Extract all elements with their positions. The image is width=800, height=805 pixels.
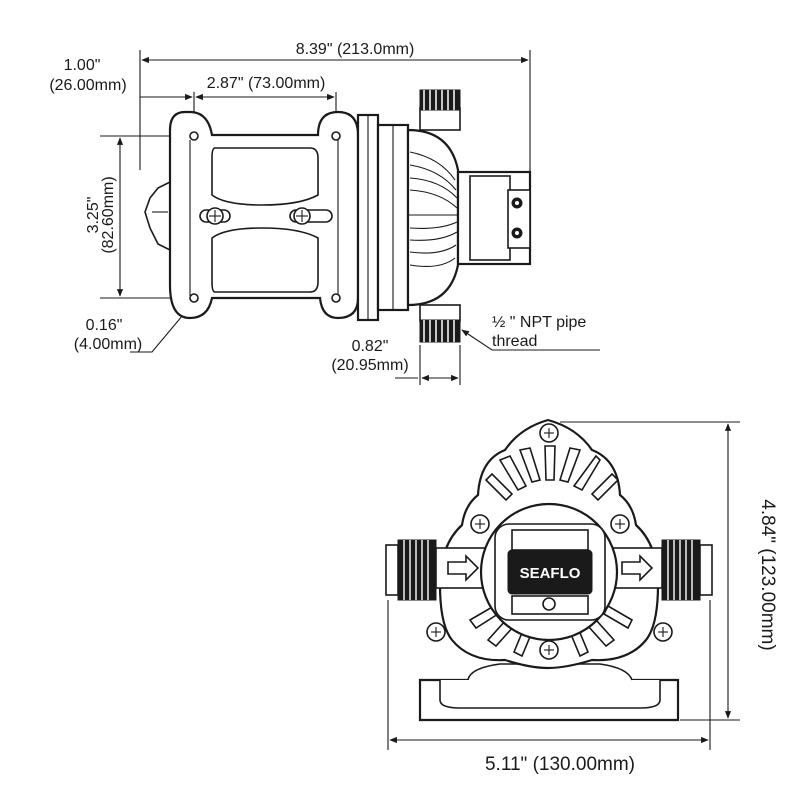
front-view: SEAFLO 5.11" (130.00mm) 4.84" (123.00mm)	[385, 418, 778, 775]
mount-height-mm-label: (82.60mm)	[100, 176, 117, 253]
dimension-front-width: 5.11" (130.00mm)	[387, 600, 711, 775]
motor-body-upper	[211, 147, 319, 206]
port-length-mm-label: (20.95mm)	[331, 357, 408, 374]
pump-head-housing	[406, 128, 460, 307]
front-screws	[426, 423, 673, 660]
screw-top-icon	[539, 423, 559, 443]
thread-line1-label: ½ " NPT pipe	[492, 314, 586, 331]
dimension-port-length: 0.82" (20.95mm)	[331, 338, 461, 385]
screw-lower-left-icon	[426, 622, 446, 642]
side-bottom-port	[419, 304, 461, 343]
hole-mm-label: (4.00mm)	[74, 336, 142, 353]
screw-lower-right-icon	[653, 622, 673, 642]
front-center-boss: SEAFLO	[479, 502, 619, 642]
screw-left-icon	[470, 514, 490, 534]
dimension-mount-spacing: 2.87" (73.00mm)	[140, 75, 337, 130]
mount-height-inch-label: 3.25"	[85, 197, 102, 234]
side-view: 8.39" (213.0mm) 1.00" (26.00mm) 2.87" (7…	[49, 41, 600, 385]
mount-spacing-label: 2.87" (73.00mm)	[207, 75, 326, 92]
plate-screw-right	[289, 207, 333, 225]
front-height-label: 4.84" (123.00mm)	[757, 499, 778, 650]
mount-hole-bottom-left	[189, 293, 199, 303]
dimension-offset: 1.00" (26.00mm)	[49, 57, 126, 94]
port-length-inch-label: 0.82"	[352, 338, 389, 355]
motor-body-lower	[211, 227, 319, 293]
thread-line2-label: thread	[492, 333, 537, 350]
dimension-hole: 0.16" (4.00mm)	[74, 302, 194, 353]
front-ribs	[468, 445, 634, 658]
mount-hole-bottom-right	[331, 293, 341, 303]
overall-length-label: 8.39" (213.0mm)	[296, 41, 415, 58]
screw-right-icon	[610, 514, 630, 534]
dimension-front-height: 4.84" (123.00mm)	[560, 421, 778, 721]
front-inlet-port	[385, 539, 489, 601]
dimension-mount-height: 3.25" (82.60mm)	[85, 135, 192, 299]
offset-mm-label: (26.00mm)	[49, 77, 126, 94]
motor-end-cap	[144, 180, 171, 252]
brand-logo: SEAFLO	[520, 565, 581, 582]
front-outlet-port	[609, 539, 713, 601]
side-top-port	[419, 89, 461, 131]
dimension-overall-length: 8.39" (213.0mm)	[139, 41, 531, 175]
pressure-switch	[456, 170, 532, 266]
hole-inch-label: 0.16"	[86, 317, 123, 334]
thread-callout: ½ " NPT pipe thread	[461, 314, 600, 351]
mount-hole-top-right	[331, 131, 341, 141]
offset-inch-label: 1.00"	[64, 57, 101, 74]
screw-bottom-icon	[539, 640, 559, 660]
front-width-label: 5.11" (130.00mm)	[485, 754, 635, 775]
plate-screw-left	[199, 207, 231, 225]
mount-hole-top-left	[189, 131, 199, 141]
